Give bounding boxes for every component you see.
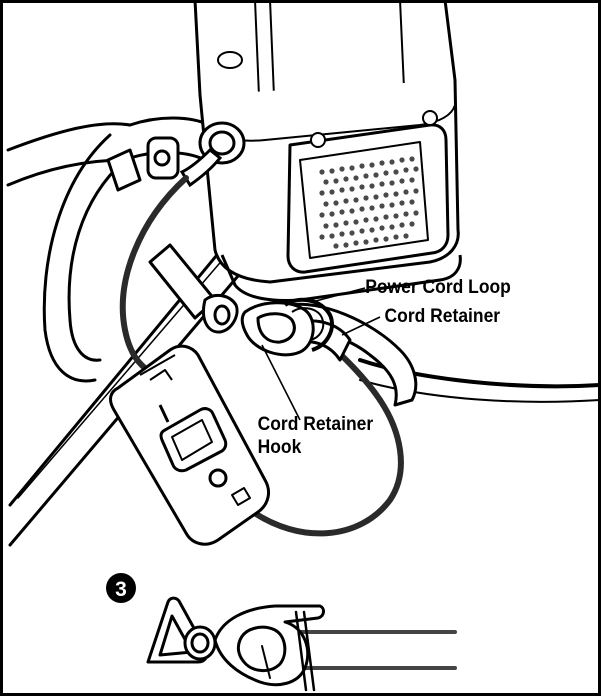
cord-plug — [179, 121, 246, 188]
label-cord-retainer-hook-line2: Hook — [258, 435, 303, 457]
leader-cord-retainer-hook — [261, 344, 301, 421]
label-cord-retainer: Cord Retainer — [385, 304, 501, 326]
step-badge: 3 — [106, 573, 136, 603]
hook-detail — [146, 596, 457, 692]
label-power-cord-loop: Power Cord Loop — [365, 275, 511, 297]
step-number: 3 — [115, 578, 127, 601]
vent-grille — [319, 156, 419, 249]
inline-switch — [109, 344, 270, 546]
step-badge-circle — [106, 573, 136, 603]
leader-cord-retainer — [341, 316, 381, 336]
label-cord-retainer-hook-line1: Cord Retainer — [258, 412, 374, 434]
cord-retainer — [148, 243, 418, 407]
leader-lines — [261, 287, 381, 421]
motor-housing — [193, 0, 462, 302]
leader-power-cord-loop — [311, 287, 366, 303]
